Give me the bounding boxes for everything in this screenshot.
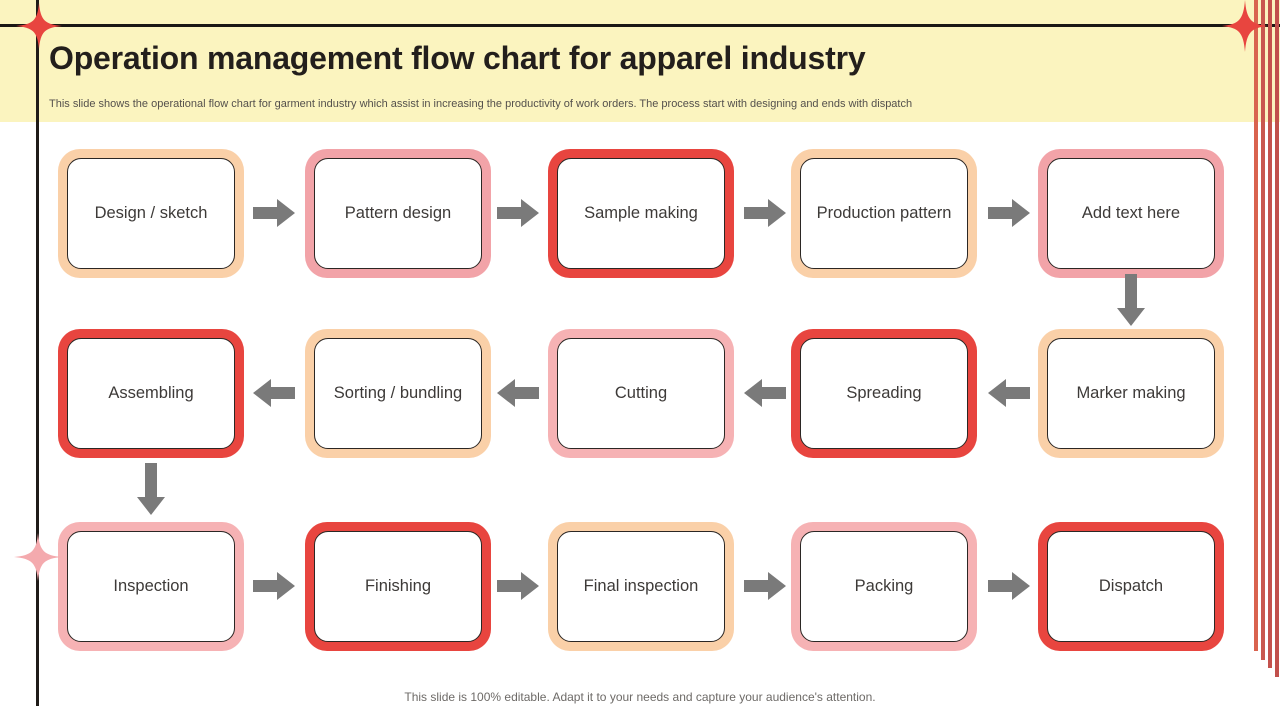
flow-node-inner: Dispatch [1047,531,1215,642]
flow-node-production-pattern[interactable]: Production pattern [791,149,977,278]
stripe-4 [1275,0,1279,677]
flow-node-sample-making[interactable]: Sample making [548,149,734,278]
flow-node-inner: Packing [800,531,968,642]
arrow-right-icon [988,572,1030,600]
flow-node-label: Pattern design [344,203,452,222]
star-top-left-icon [16,3,62,49]
flow-node-inspection[interactable]: Inspection [58,522,244,651]
arrow-down-icon [1117,274,1145,326]
left-vertical-rule [36,0,39,706]
arrow-right-icon [988,199,1030,227]
arrow-left-icon [744,379,786,407]
flow-node-inner: Finishing [314,531,482,642]
flow-node-finishing[interactable]: Finishing [305,522,491,651]
arrow-right-icon [253,572,295,600]
flow-node-cutting[interactable]: Cutting [548,329,734,458]
flow-node-label: Assembling [108,383,194,402]
page-subtitle: This slide shows the operational flow ch… [49,98,913,110]
flow-node-label: Design / sketch [94,203,208,222]
flow-node-dispatch[interactable]: Dispatch [1038,522,1224,651]
star-top-right-icon [1222,0,1268,52]
flow-node-inner: Production pattern [800,158,968,269]
header-rule [0,24,1280,27]
flow-node-inner: Cutting [557,338,725,449]
flow-node-inner: Sample making [557,158,725,269]
arrow-right-icon [744,572,786,600]
flow-node-marker-making[interactable]: Marker making [1038,329,1224,458]
flow-node-inner: Design / sketch [67,158,235,269]
flow-node-inner: Final inspection [557,531,725,642]
flow-node-label: Finishing [364,576,432,595]
flow-node-inner: Pattern design [314,158,482,269]
flow-node-label: Inspection [113,576,189,595]
header-band [0,0,1280,122]
arrow-left-icon [253,379,295,407]
flow-node-label: Add text here [1081,203,1181,222]
flow-node-label: Spreading [846,383,922,402]
flow-node-final-inspection[interactable]: Final inspection [548,522,734,651]
flow-node-inner: Marker making [1047,338,1215,449]
flow-node-assembling[interactable]: Assembling [58,329,244,458]
flow-node-inner: Spreading [800,338,968,449]
flow-node-spreading[interactable]: Spreading [791,329,977,458]
flow-node-label: Cutting [614,383,668,402]
arrow-right-icon [744,199,786,227]
flow-node-add-text-here[interactable]: Add text here [1038,149,1224,278]
flow-node-label: Marker making [1076,383,1186,402]
flow-node-label: Final inspection [583,576,699,595]
flow-node-inner: Add text here [1047,158,1215,269]
stripe-3 [1268,0,1272,668]
flow-node-pattern-design[interactable]: Pattern design [305,149,491,278]
flow-node-inner: Assembling [67,338,235,449]
flow-node-label: Production pattern [816,203,952,222]
flow-node-packing[interactable]: Packing [791,522,977,651]
stripe-2 [1261,0,1265,660]
flow-node-sorting-bundling[interactable]: Sorting / bundling [305,329,491,458]
page-title: Operation management flow chart for appa… [49,40,866,76]
stripe-1 [1254,0,1258,651]
arrow-right-icon [497,572,539,600]
star-middle-left-icon [14,533,62,581]
footer-note: This slide is 100% editable. Adapt it to… [404,690,876,704]
right-edge-stripes [1252,0,1280,720]
arrow-left-icon [988,379,1030,407]
arrow-right-icon [253,199,295,227]
flow-node-inner: Sorting / bundling [314,338,482,449]
flow-node-label: Sample making [584,203,698,222]
flow-node-design-sketch[interactable]: Design / sketch [58,149,244,278]
arrow-left-icon [497,379,539,407]
flow-node-label: Packing [854,576,914,595]
flow-node-inner: Inspection [67,531,235,642]
arrow-right-icon [497,199,539,227]
flow-node-label: Dispatch [1098,576,1164,595]
flow-node-label: Sorting / bundling [333,383,463,402]
arrow-down-icon [137,463,165,515]
